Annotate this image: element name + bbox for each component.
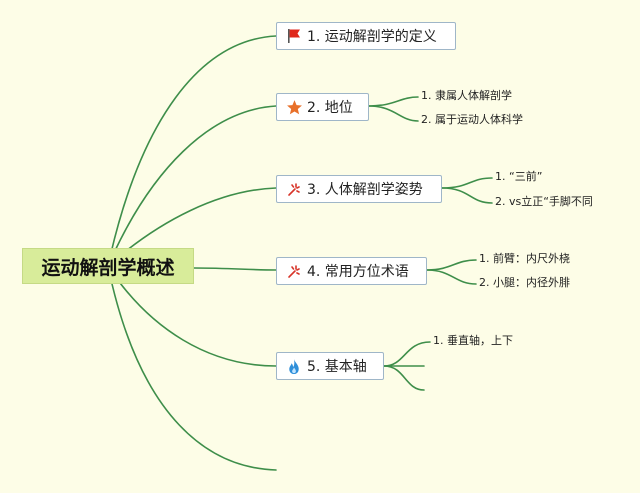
branch-line-topic-5 xyxy=(107,265,277,367)
red-sparkle-icon xyxy=(285,262,303,280)
subtopic-t4-2[interactable]: 2. 小腿：内径外腓 xyxy=(479,276,570,289)
topic-label: 5. 基本轴 xyxy=(307,359,367,375)
branch-line-extra xyxy=(107,265,277,471)
blue-flame-icon xyxy=(285,357,303,375)
sub-line-t4-2 xyxy=(426,269,477,285)
orange-star-icon xyxy=(285,98,303,116)
topic-4-directional-terms[interactable]: 4. 常用方位术语 xyxy=(276,257,427,285)
topic-3-anatomical-position[interactable]: 3. 人体解剖学姿势 xyxy=(276,175,442,203)
sub-line-t4-1 xyxy=(426,259,477,271)
topic-label: 1. 运动解剖学的定义 xyxy=(307,29,437,45)
sub-line-t3-1 xyxy=(441,177,493,189)
branch-line-topic-1 xyxy=(107,35,277,267)
topic-label: 3. 人体解剖学姿势 xyxy=(307,182,423,198)
subtopic-t2-1[interactable]: 1. 隶属人体解剖学 xyxy=(421,89,512,102)
sub-line-t5-1 xyxy=(383,341,431,367)
branch-line-topic-2 xyxy=(107,105,277,267)
branch-line-topic-4 xyxy=(193,267,277,271)
subtopic-t3-1[interactable]: 1. “三前” xyxy=(495,170,543,183)
sub-line-t2-1 xyxy=(368,96,419,107)
subtopic-t4-1[interactable]: 1. 前臂：内尺外桡 xyxy=(479,252,570,265)
topic-label: 4. 常用方位术语 xyxy=(307,264,409,280)
root-topic-label: 运动解剖学概述 xyxy=(41,256,175,279)
root-topic[interactable]: 运动解剖学概述 xyxy=(22,248,194,284)
subtopic-t2-2[interactable]: 2. 属于运动人体科学 xyxy=(421,113,523,126)
sub-line-t5-3 xyxy=(383,365,425,391)
subtopic-t3-2[interactable]: 2. vs立正“手脚不同 xyxy=(495,195,593,208)
topic-1-definition[interactable]: 1. 运动解剖学的定义 xyxy=(276,22,456,50)
topic-2-status[interactable]: 2. 地位 xyxy=(276,93,369,121)
sub-line-t3-2 xyxy=(441,187,493,204)
red-flag-icon xyxy=(285,27,303,45)
topic-5-basic-axis[interactable]: 5. 基本轴 xyxy=(276,352,384,380)
red-sparkle-icon xyxy=(285,180,303,198)
sub-line-t2-2 xyxy=(368,105,419,122)
topic-label: 2. 地位 xyxy=(307,100,353,116)
subtopic-t5-1[interactable]: 1. 垂直轴，上下 xyxy=(433,334,513,347)
